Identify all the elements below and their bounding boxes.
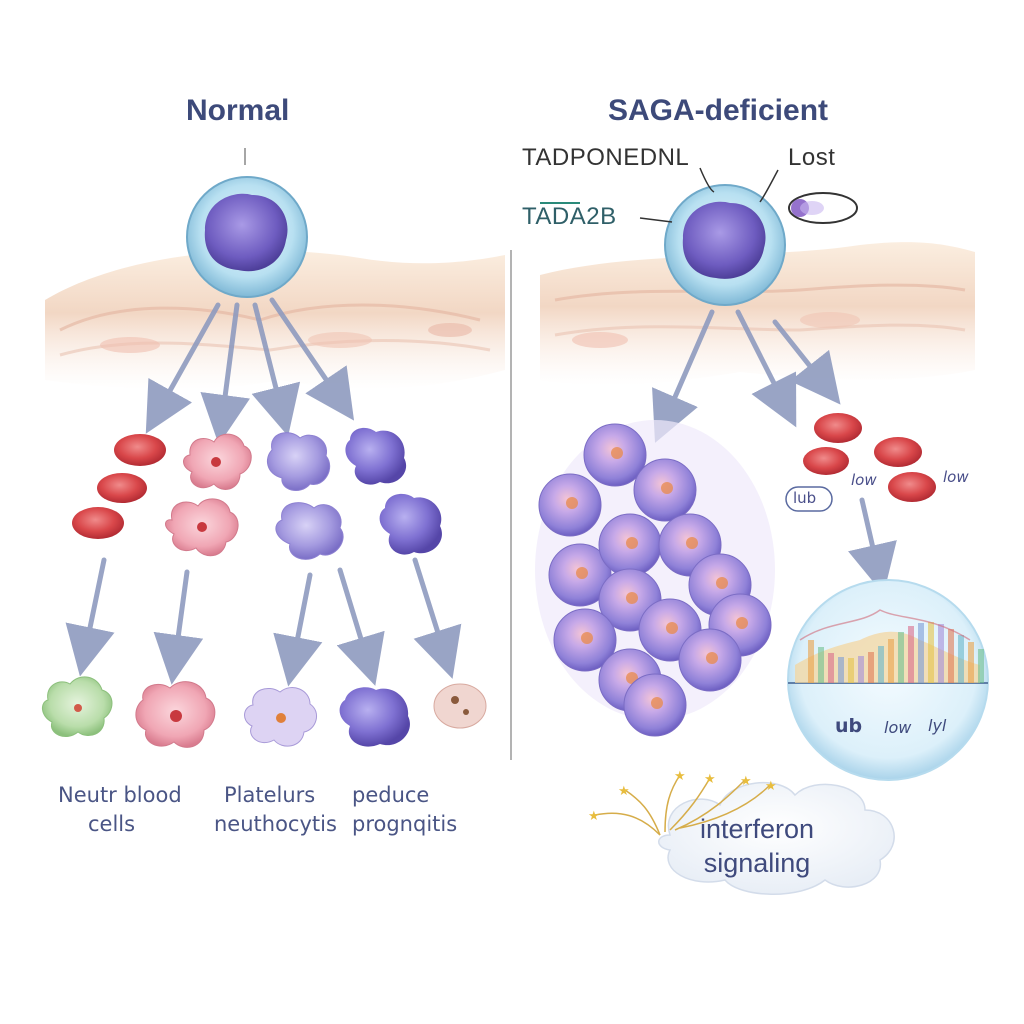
svg-text:★: ★ <box>618 784 630 799</box>
normal-label-3-line1: peduce <box>352 783 430 807</box>
normal-title: Normal <box>186 94 290 127</box>
cluster-cell-nucleolus <box>626 537 638 549</box>
svg-text:★: ★ <box>588 809 600 824</box>
lub-badge <box>785 486 833 512</box>
sphere-label-low: low <box>884 718 912 737</box>
callout-line-gene2 <box>639 217 673 223</box>
stem-cell-deficient <box>664 184 786 306</box>
chromatin-stripe <box>978 649 984 683</box>
cluster-cell-nucleolus <box>661 482 673 494</box>
platelet-group-normal <box>165 433 252 557</box>
chromatin-stripe <box>818 647 824 683</box>
cloud-label-line2: signaling <box>703 848 811 878</box>
rbc-label-low-2: low <box>943 468 969 486</box>
cluster-cell-nucleolus <box>736 617 748 629</box>
cluster-cell-nucleolus <box>566 497 578 509</box>
signaling-burst-icon <box>594 774 771 836</box>
chromatin-stripe <box>918 623 924 683</box>
tissue-band-left <box>45 250 505 390</box>
cloud-label: interferon signaling <box>700 812 814 880</box>
cloud-label-line1: interferon <box>700 814 815 844</box>
burst-stars: ★ ★ ★ ★ ★ ★ <box>588 769 777 824</box>
chromatin-stripe <box>838 657 844 683</box>
purple-cell-group-normal <box>266 427 442 560</box>
chromatin-stripe <box>898 632 904 683</box>
cluster-cell-nucleolus <box>576 567 588 579</box>
chromatin-stripe <box>868 652 874 683</box>
normal-label-3-line2: prognqitis <box>352 812 458 836</box>
sphere-label-lyl: lyl <box>928 716 947 735</box>
normal-label-2-line2: neuthocytis <box>214 812 337 836</box>
stem-cell-normal <box>186 176 308 298</box>
svg-text:★: ★ <box>765 779 777 794</box>
hspc-cluster <box>535 420 775 737</box>
svg-text:★: ★ <box>674 769 686 784</box>
lost-label: Lost <box>788 144 836 171</box>
rbc-label-lub: lub <box>793 489 817 507</box>
chromatin-stripe <box>958 635 964 683</box>
cluster-cell-nucleolus <box>581 632 593 644</box>
svg-text:★: ★ <box>740 774 752 789</box>
deficient-arrows <box>652 309 897 595</box>
cluster-cell-nucleolus <box>706 652 718 664</box>
chromatin-stripe <box>878 646 884 683</box>
cluster-cell-nucleolus <box>686 537 698 549</box>
normal-label-1-line2: cells <box>88 812 136 836</box>
gene-label-1: TADPONEDNL <box>522 144 690 171</box>
normal-label-1-line1: Neutr blood <box>58 783 182 807</box>
differentiated-cells-normal <box>42 676 487 748</box>
chromatin-stripe <box>858 656 864 683</box>
chromatin-sphere <box>787 579 989 781</box>
normal-arrows-upper <box>145 297 355 445</box>
normal-label-2: Platelurs neuthocytis <box>214 781 337 839</box>
chromatin-stripe <box>968 642 974 683</box>
cluster-cell-nucleolus <box>651 697 663 709</box>
chromatin-stripe <box>888 639 894 683</box>
chromatin-stripe <box>808 640 814 683</box>
chromatin-stripe <box>928 622 934 683</box>
normal-label-2-line1: Platelurs <box>224 783 316 807</box>
rbc-group-deficient <box>803 413 936 502</box>
cluster-cell-nucleolus <box>611 447 623 459</box>
cluster-cell-nucleolus <box>666 622 678 634</box>
rbc-group-normal <box>72 434 166 539</box>
gene-label-2: TADA2B <box>522 203 617 230</box>
normal-label-1: Neutr blood cells <box>58 781 182 839</box>
chromatin-stripe <box>938 624 944 683</box>
svg-text:★: ★ <box>704 772 716 787</box>
deficient-title: SAGA-deficient <box>608 94 829 127</box>
tissue-band-right <box>540 242 975 386</box>
callout-line-gene1 <box>699 167 715 193</box>
normal-label-3: peduce prognqitis <box>352 781 457 839</box>
cluster-cell-nucleolus <box>626 592 638 604</box>
normal-arrows-lower <box>65 557 462 687</box>
callout-line-lost <box>759 169 779 203</box>
cluster-cell-nucleolus <box>716 577 728 589</box>
chromatin-stripe <box>908 626 914 683</box>
chromatin-stripe <box>948 629 954 683</box>
sphere-label-ub: ub <box>835 715 863 737</box>
lost-capsule-icon <box>788 192 858 224</box>
rbc-label-low-1: low <box>851 471 877 489</box>
chromatin-stripe <box>848 658 854 683</box>
chromatin-stripe <box>828 653 834 683</box>
